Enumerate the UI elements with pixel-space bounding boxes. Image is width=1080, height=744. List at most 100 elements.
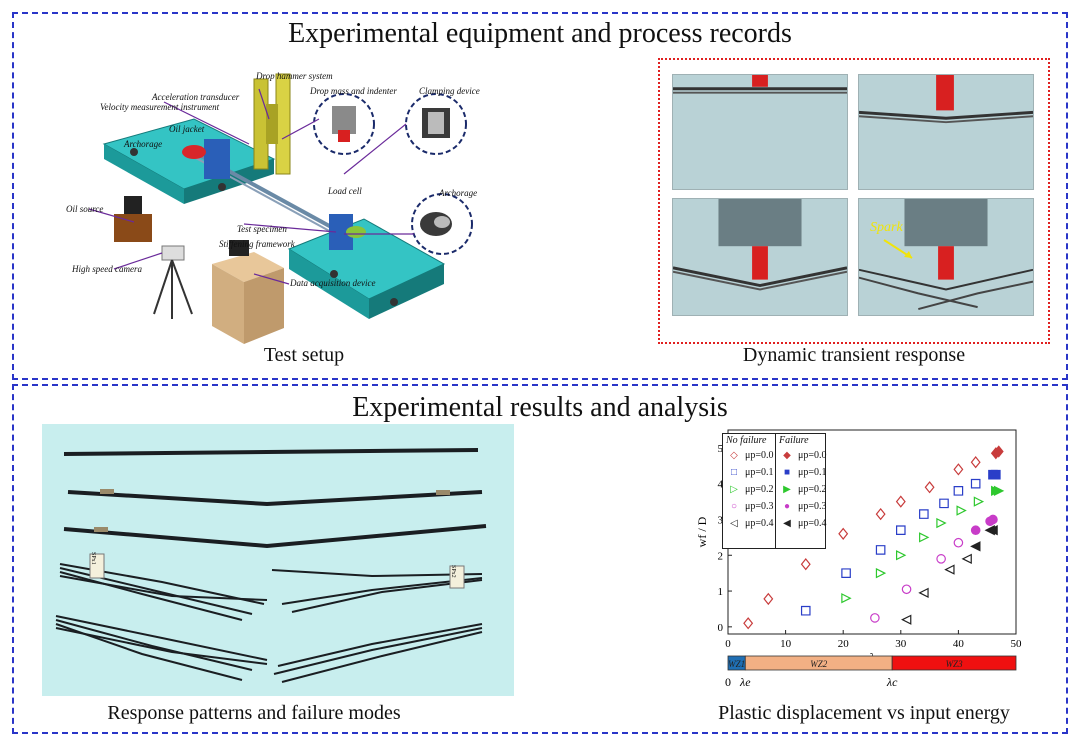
data-point <box>901 614 912 625</box>
label-high-speed-camera: High speed camera <box>72 264 142 274</box>
data-point <box>953 463 964 476</box>
data-point <box>918 587 929 599</box>
data-point <box>875 545 886 555</box>
label-clamping: Clamping device <box>419 86 480 96</box>
data-point <box>988 514 998 525</box>
label-load-cell: Load cell <box>328 186 362 196</box>
transient-photo-4 <box>858 198 1034 316</box>
legend-item-mu04-open: ◁μp=0.4 <box>730 518 774 529</box>
data-point <box>944 564 955 575</box>
results-title: Experimental results and analysis <box>352 392 728 423</box>
test-setup-drawing <box>88 73 473 344</box>
specimen-cables-drawing <box>55 448 487 683</box>
data-point <box>743 617 754 630</box>
legend-failure-header: Failure <box>779 435 809 446</box>
zone-axis-lambda-c: λc <box>886 675 898 689</box>
data-point <box>896 550 907 561</box>
energy-caption: Plastic displacement vs input energy <box>718 702 1010 724</box>
legend-item-mu00-open: ◇μp=0.0 <box>730 450 774 461</box>
test-setup-caption: Test setup <box>263 344 345 366</box>
data-point <box>924 481 935 494</box>
data-point <box>919 509 929 519</box>
patterns-caption: Response patterns and failure modes <box>107 702 401 724</box>
data-point <box>800 558 811 571</box>
label-drop-mass: Drop mass and indenter <box>310 86 397 96</box>
data-point <box>936 554 946 564</box>
data-point <box>970 541 981 552</box>
y-tick-label: 0 <box>718 622 724 634</box>
data-point <box>841 568 851 578</box>
label-anchorage-right: Archorage <box>439 188 478 198</box>
equipment-panel: Experimental equipment and process recor… <box>12 12 1068 380</box>
x-tick-label: 50 <box>1011 638 1023 650</box>
x-tick-label: 20 <box>838 638 850 650</box>
data-point <box>875 567 887 579</box>
data-point <box>841 593 852 604</box>
transient-photo-3 <box>672 198 848 316</box>
legend-item-mu04-filled: ◀μp=0.4 <box>783 518 827 529</box>
y-tick-label: 1 <box>718 586 724 598</box>
x-tick-label: 10 <box>780 638 792 650</box>
y-tick-label: 3 <box>718 514 724 526</box>
chart-legend: No failure ◇μp=0.0 □μp=0.1 ▷μp=0.2 ○μp=0… <box>722 433 827 549</box>
data-point <box>956 505 967 516</box>
spark-label: Spark <box>870 220 903 235</box>
results-panel: Experimental results and analysis <box>12 384 1068 734</box>
label-velocity: Velocity measurement instrument <box>100 102 220 112</box>
data-point <box>993 485 1005 497</box>
legend-no-failure: No failure ◇μp=0.0 □μp=0.1 ▷μp=0.2 ○μp=0… <box>723 434 775 532</box>
transient-photo-1 <box>672 74 848 190</box>
label-data-acquisition: Data acquisition device <box>290 278 376 288</box>
specimen-tag-2: SPx2 <box>450 565 456 578</box>
label-drop-hammer: Drop hammer system <box>256 71 333 81</box>
x-tick-label: 40 <box>953 638 965 650</box>
legend-item-mu01-filled: ■μp=0.1 <box>783 467 827 478</box>
data-point <box>970 525 981 536</box>
transient-photo-2 <box>858 74 1034 190</box>
data-point <box>970 456 981 469</box>
data-point <box>961 553 972 565</box>
data-point <box>987 525 998 536</box>
label-stiffening: Stiffening framework <box>219 239 295 249</box>
data-point <box>973 496 985 507</box>
data-point <box>896 525 906 536</box>
data-point <box>953 537 964 548</box>
legend-item-mu02-filled: ▶μp=0.2 <box>783 484 827 495</box>
label-test-specimen: Test specimen <box>237 224 287 234</box>
zone-axis-lambda-e: λe <box>739 675 751 689</box>
zone-axis-zero: 0 <box>725 675 731 689</box>
legend-item-mu00-filled: ◆μp=0.0 <box>783 450 827 461</box>
legend-item-mu01-open: □μp=0.1 <box>730 467 774 478</box>
data-point <box>763 592 774 606</box>
x-tick-label: 0 <box>725 638 731 650</box>
label-oil-jacket: Oil jacket <box>169 124 205 134</box>
data-point <box>936 517 947 529</box>
data-point <box>919 532 930 543</box>
spark-arrow-icon <box>883 239 913 259</box>
y-tick-label: 4 <box>718 479 724 491</box>
transient-caption: Dynamic transient response <box>742 344 966 366</box>
legend-item-mu02-open: ▷μp=0.2 <box>730 484 774 495</box>
label-anchorage-left: Archorage <box>124 139 163 149</box>
transient-frame: Spark <box>658 58 1050 344</box>
x-tick-label: 30 <box>895 638 907 650</box>
data-point <box>870 613 880 623</box>
data-point <box>800 605 811 616</box>
y-tick-label: 2 <box>718 550 724 562</box>
data-point <box>895 495 906 508</box>
label-oil-source: Oil source <box>66 204 104 214</box>
legend-item-mu03-filled: ●μp=0.3 <box>783 501 827 512</box>
data-point <box>901 584 912 595</box>
data-point <box>993 445 1004 458</box>
data-point <box>838 527 849 540</box>
data-point <box>970 478 981 489</box>
zone-bar-segment <box>891 655 1017 671</box>
legend-item-mu03-open: ○μp=0.3 <box>730 501 774 512</box>
zone-label: WZ3 <box>946 659 964 669</box>
y-tick-label: 5 <box>718 443 724 455</box>
equipment-title: Experimental equipment and process recor… <box>288 18 792 49</box>
zone-label: WZ2 <box>810 659 828 669</box>
data-point <box>953 486 964 496</box>
zone-label: WZ1 <box>728 659 745 669</box>
